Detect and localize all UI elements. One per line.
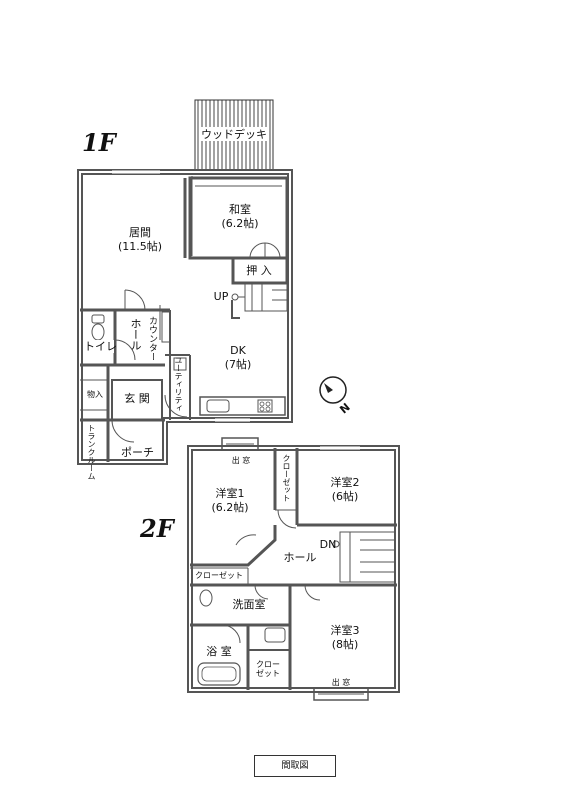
dk-size: (7帖) (224, 358, 252, 371)
western-room-1-size: (6.2帖) (211, 501, 249, 514)
bath-label: 浴 室 (206, 645, 232, 658)
closet-left-label: クローゼット (195, 571, 243, 580)
hall-1f-label: ホール (129, 318, 142, 351)
living-room-label: 居間 (129, 226, 151, 239)
dn-label: DN (319, 538, 337, 551)
utility-label: ユーティリティ (174, 356, 183, 412)
trunk-room-label: トランクルーム (87, 424, 96, 480)
counter-label: カウンター (147, 316, 157, 361)
closet-top-label: クローゼット (282, 454, 291, 502)
washroom-label: 洗面室 (232, 598, 266, 611)
oshiire-label: 押 入 (246, 264, 272, 277)
western-room-3-size: (8帖) (331, 638, 359, 651)
up-label: UP (213, 290, 229, 303)
hall-2f-label: ホール (283, 551, 317, 564)
porch-label: ポーチ (121, 446, 154, 459)
western-room-2-label: 洋室2 (330, 476, 360, 489)
western-room-3-label: 洋室3 (330, 624, 360, 637)
toilet-label: トイレ (84, 340, 117, 353)
closet-bottom-label: クロー ゼット (256, 660, 280, 678)
floor-plan-caption: 間取図 (254, 755, 336, 777)
second-floor-title: 2F (140, 514, 174, 543)
living-room-size: (11.5帖) (117, 240, 163, 253)
western-room-1-label: 洋室1 (215, 487, 245, 500)
western-room-2-size: (6帖) (331, 490, 359, 503)
wood-deck-label: ウッドデッキ (200, 128, 268, 141)
north-compass-icon (318, 375, 348, 405)
first-floor-title: 1F (82, 128, 116, 157)
dk-label: DK (230, 344, 246, 357)
storage-label: 物入 (87, 390, 103, 399)
bay-window-bottom-label: 出 窓 (331, 678, 351, 687)
bay-window-top-label: 出 窓 (231, 456, 251, 465)
japanese-room-size: (6.2帖) (221, 217, 259, 230)
entrance-label: 玄 関 (124, 392, 150, 405)
japanese-room-label: 和室 (229, 203, 251, 216)
